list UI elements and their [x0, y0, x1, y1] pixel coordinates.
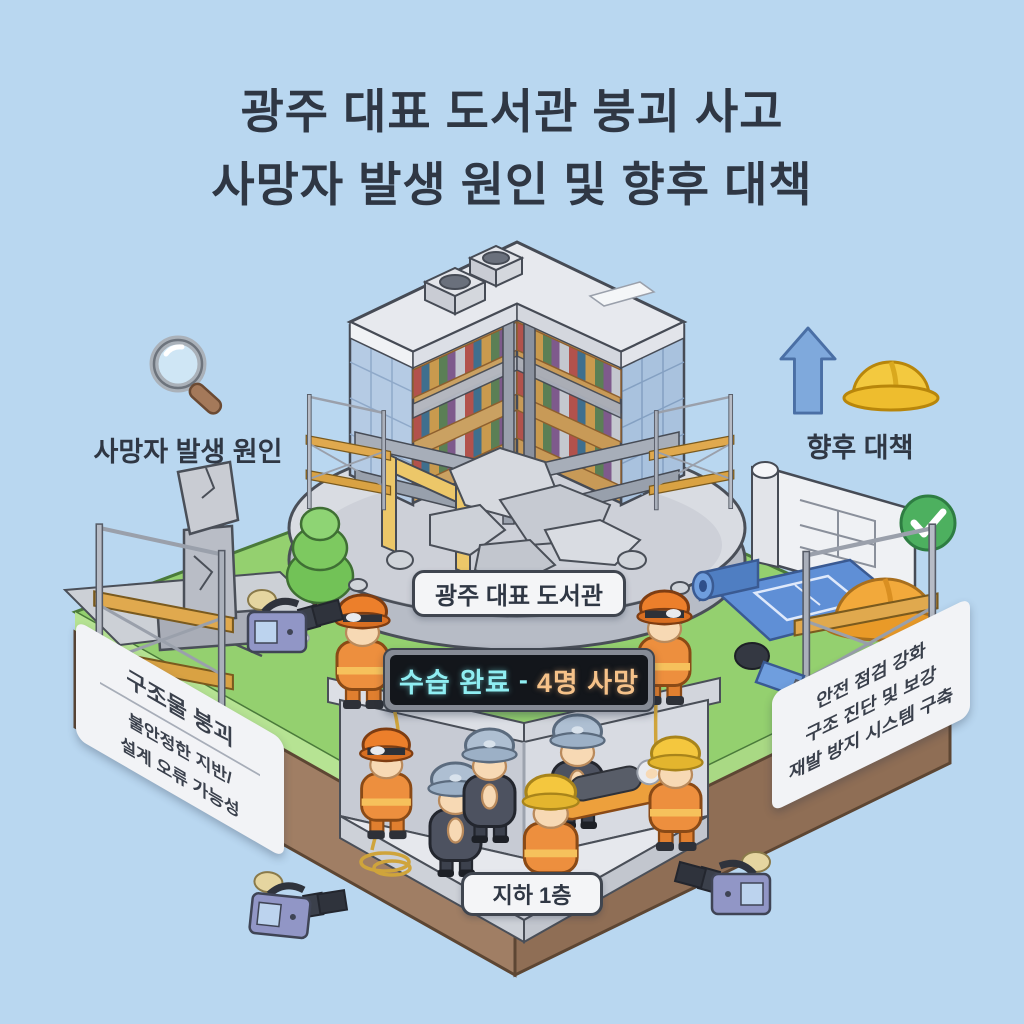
callout-countermeasure: 향후 대책 — [760, 326, 960, 465]
hard-hat-icon — [842, 360, 940, 412]
title-line-1: 광주 대표 도서관 붕괴 사고 — [240, 85, 784, 138]
tree-icon — [285, 506, 355, 617]
magnifier-icon — [149, 335, 223, 415]
callout-cause: 사망자 발생 원인 — [78, 330, 298, 469]
basement-label: 지하 1층 — [461, 872, 603, 916]
library-building — [304, 240, 736, 600]
hvac-units — [422, 244, 525, 316]
banner-separator: - — [518, 664, 529, 695]
check-icon — [899, 494, 957, 552]
callout-cause-label: 사망자 발생 원인 — [93, 437, 283, 467]
status-banner: 수습 완료 - 4명 사망 — [383, 648, 655, 712]
stretcher-figure — [547, 759, 685, 821]
banner-status: 수습 완료 — [399, 667, 511, 698]
news-camera-icon — [249, 871, 350, 943]
banner-casualty: 4명 사망 — [536, 667, 639, 698]
building-label: 광주 대표 도서관 — [412, 570, 626, 617]
callout-countermeasure-label: 향후 대책 — [806, 433, 914, 463]
title-line-2: 사망자 발생 원인 및 향후 대책 — [211, 157, 813, 211]
up-arrow-icon — [779, 326, 837, 415]
page-title: 광주 대표 도서관 붕괴 사고 사망자 발생 원인 및 향후 대책 — [0, 76, 1024, 222]
led-display: 수습 완료 - 4명 사망 — [390, 655, 648, 705]
